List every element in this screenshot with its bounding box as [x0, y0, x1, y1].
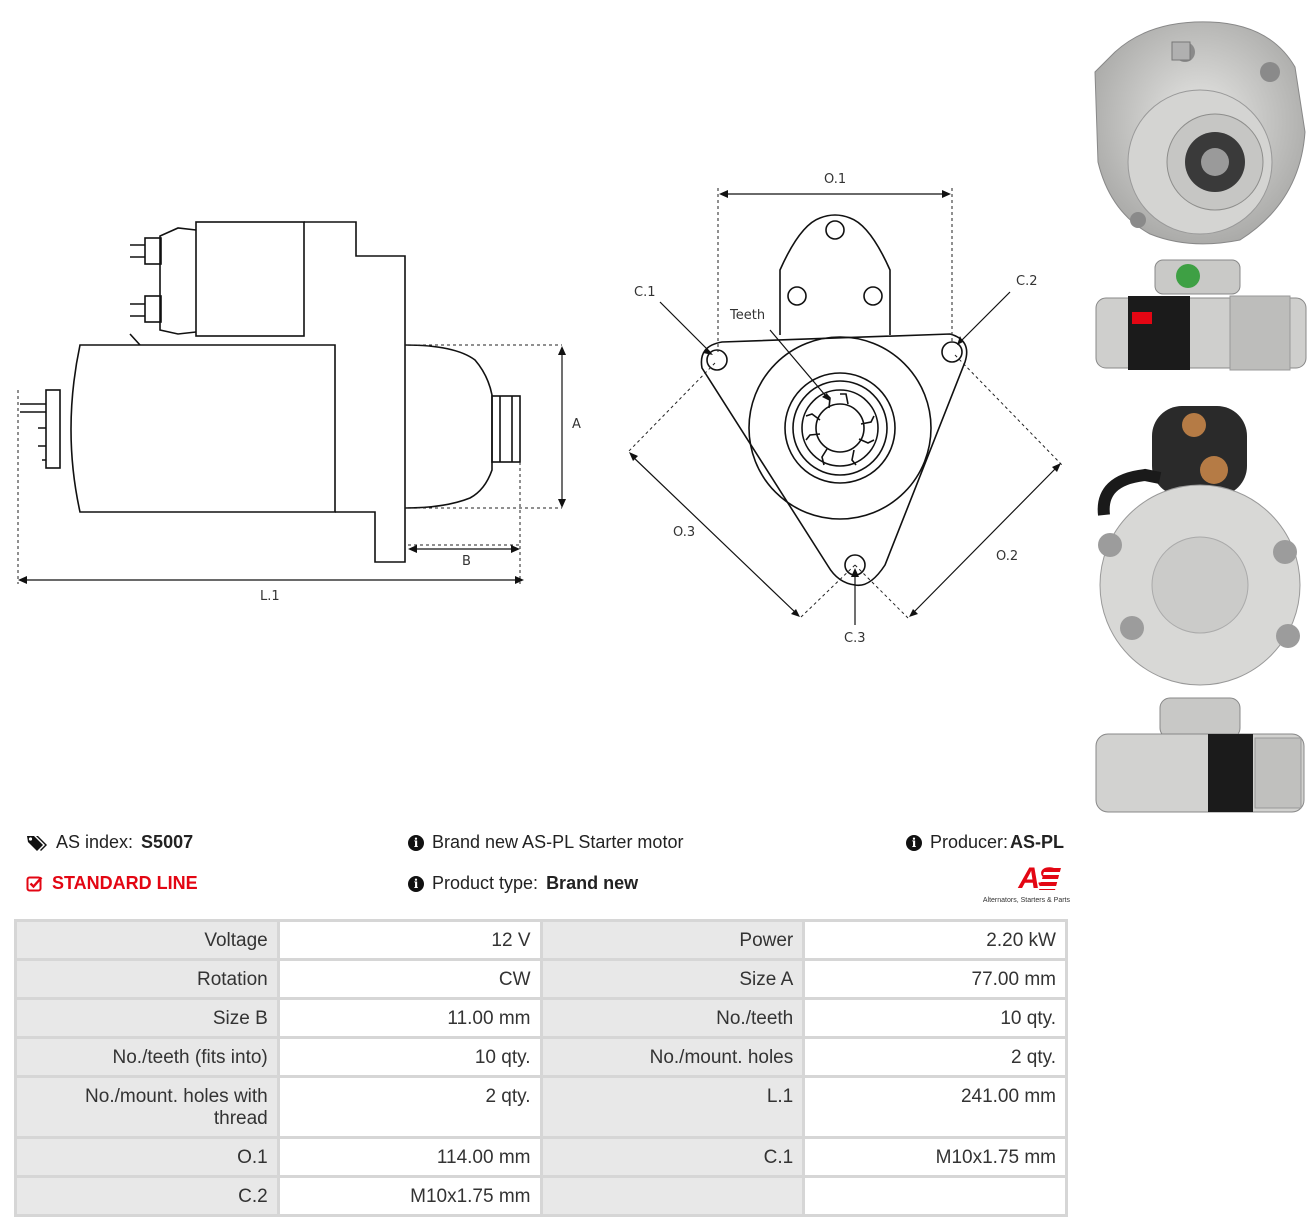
product-photo-front [1090, 12, 1310, 252]
spec-key [539, 1175, 806, 1217]
tags-icon [27, 835, 47, 851]
spec-value: 2.20 kW [802, 919, 1068, 961]
dimension-l1-label: L.1 [260, 589, 280, 604]
spec-key: L.1 [539, 1075, 806, 1139]
product-photo-rear [1090, 400, 1310, 690]
spec-key: Size A [539, 958, 806, 1000]
dimension-c1-label: C.1 [634, 285, 656, 300]
spec-value: 12 V [276, 919, 543, 961]
producer-row: i Producer: AS-PL [906, 832, 1064, 853]
spec-key: Size B [14, 997, 280, 1039]
spec-key: Rotation [14, 958, 280, 1000]
info-icon: i [408, 875, 424, 892]
spec-key: No./mount. holes with thread [14, 1075, 280, 1139]
spec-key: No./teeth (fits into) [14, 1036, 280, 1078]
spec-key: O.1 [14, 1136, 280, 1178]
side-view-drawing [17, 221, 566, 584]
dimension-b-label: B [462, 554, 471, 569]
spec-value: M10x1.75 mm [802, 1136, 1068, 1178]
checkbox-checked-icon [26, 876, 43, 891]
standard-line-row: STANDARD LINE [26, 873, 198, 894]
spec-value: 2 qty. [802, 1036, 1068, 1078]
front-view-drawing [627, 188, 1063, 625]
dimension-o2-label: O.2 [996, 549, 1019, 564]
spec-key: Voltage [14, 919, 280, 961]
spec-value: 2 qty. [276, 1075, 543, 1139]
product-type-label: Product type: [432, 873, 539, 893]
spec-value: 114.00 mm [276, 1136, 543, 1178]
spec-key: Power [539, 919, 806, 961]
dimension-c2-label: C.2 [1016, 274, 1038, 289]
dimension-o3-label: O.3 [673, 525, 696, 540]
spec-value [802, 1175, 1068, 1217]
dimension-o1-label: O.1 [824, 172, 847, 187]
brand-text: Brand new AS-PL Starter motor [432, 832, 684, 852]
spec-value: 77.00 mm [802, 958, 1068, 1000]
standard-line-label: STANDARD LINE [52, 873, 198, 893]
spec-value: 241.00 mm [802, 1075, 1068, 1139]
product-photo-side-alt [1090, 694, 1310, 820]
product-type-row: i Product type: Brand new [408, 873, 638, 894]
product-type-value: Brand new [546, 873, 639, 893]
as-index-value: S5007 [141, 832, 194, 852]
spec-key: C.1 [539, 1136, 806, 1178]
spec-key: No./teeth [539, 997, 806, 1039]
logo-tagline: Alternators, Starters & Parts [982, 897, 1070, 904]
dimension-a-label: A [572, 417, 581, 432]
spec-value: 11.00 mm [276, 997, 543, 1039]
spec-value: CW [276, 958, 543, 1000]
producer-value: AS-PL [1010, 832, 1065, 852]
table-row: No./teeth (fits into)10 qty.No./mount. h… [14, 1036, 1068, 1078]
spec-value: 10 qty. [276, 1036, 543, 1078]
product-photo-side [1090, 256, 1310, 376]
spec-key: C.2 [14, 1175, 280, 1217]
spec-value: 10 qty. [802, 997, 1068, 1039]
dimension-c3-label: C.3 [844, 631, 866, 646]
brand-row: i Brand new AS-PL Starter motor [408, 832, 683, 853]
as-pl-logo: AS Alternators, Starters & Parts [960, 864, 1070, 906]
as-index-label: AS index: [56, 832, 134, 852]
producer-label: Producer: [930, 832, 1009, 852]
as-index-row: AS index: S5007 [26, 832, 193, 853]
info-icon: i [408, 834, 424, 851]
teeth-label: Teeth [730, 308, 766, 323]
spec-value: M10x1.75 mm [276, 1175, 543, 1217]
spec-key: No./mount. holes [539, 1036, 806, 1078]
info-icon: i [906, 834, 922, 851]
